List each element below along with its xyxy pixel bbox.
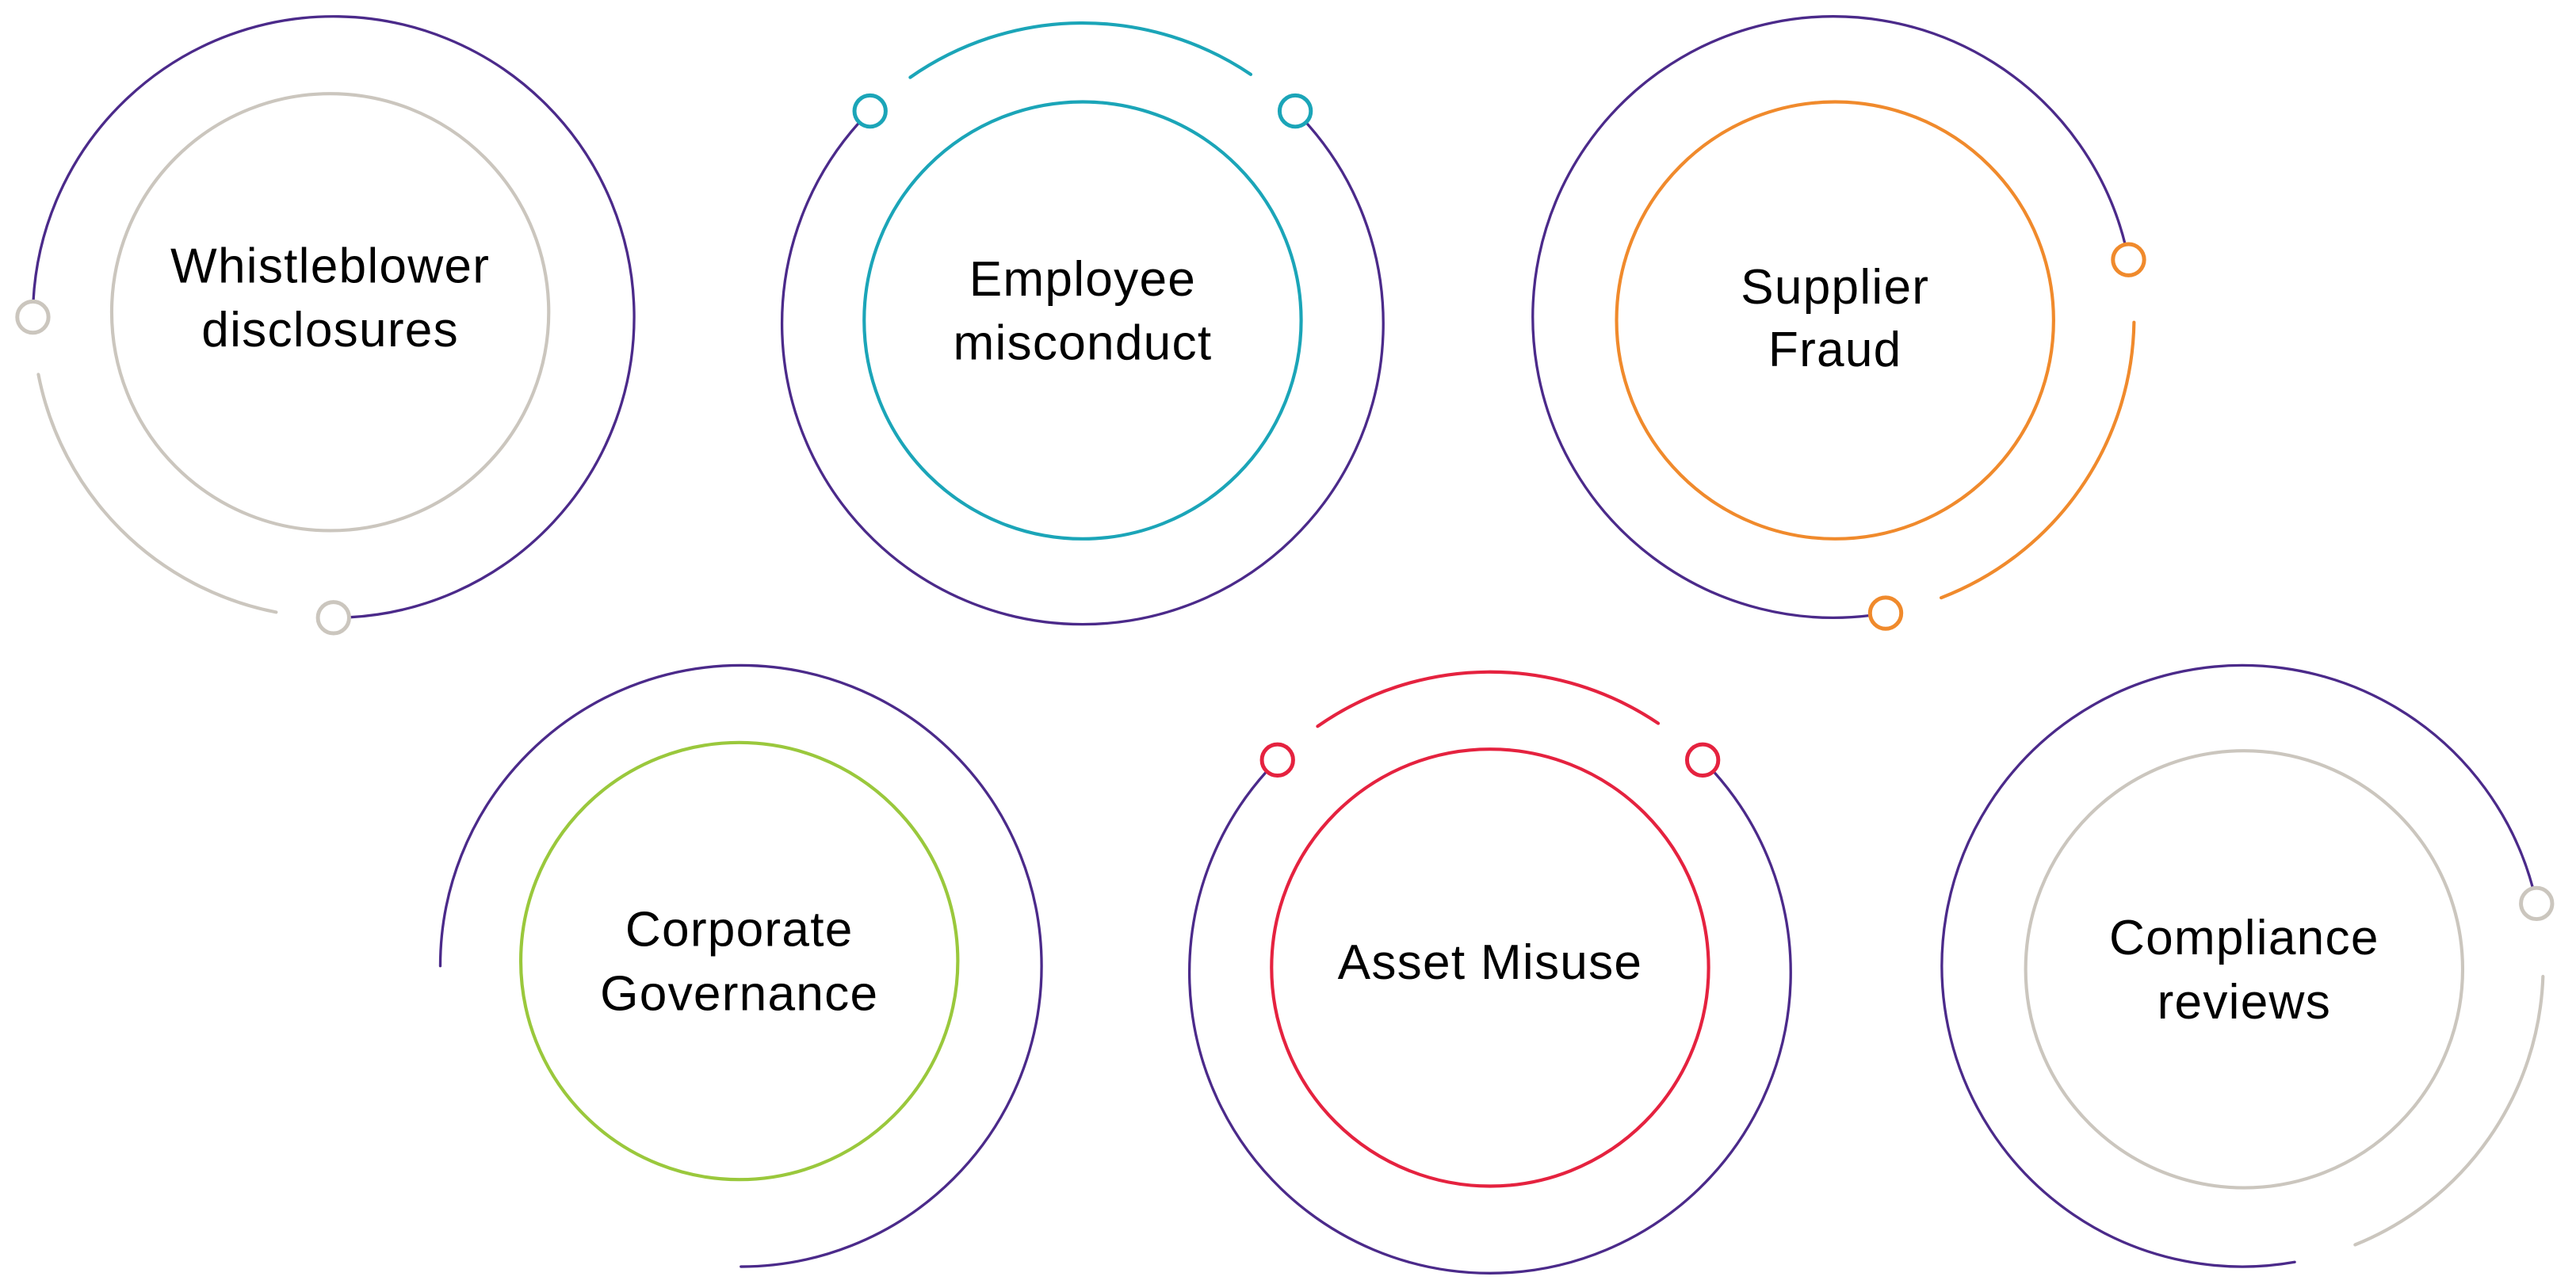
- ring-label: Governance: [600, 966, 878, 1021]
- outer-accent-arc: [908, 21, 1253, 79]
- ring-label: Corporate: [625, 903, 854, 957]
- ring-label: disclosures: [201, 303, 459, 357]
- ring-label: Fraud: [1768, 323, 1902, 377]
- outer-purple-arc: [438, 663, 1043, 1268]
- ring-label: Asset Misuse: [1338, 935, 1643, 990]
- ring-label: Whistleblower: [170, 239, 490, 293]
- outer-purple-arc: [780, 120, 1385, 626]
- inner-circle: [109, 92, 551, 533]
- node-circle-icon: [2111, 242, 2146, 277]
- ring-label: Supplier: [1741, 260, 1929, 315]
- ring-label: Compliance: [2109, 911, 2379, 965]
- inner-circle: [1270, 747, 1710, 1188]
- node-circle-icon: [1684, 742, 1721, 778]
- ring-asset-misuse: Asset Misuse: [1187, 670, 1792, 1275]
- node-circle-icon: [2519, 885, 2555, 922]
- node-circle-icon: [852, 93, 888, 129]
- ring-label: reviews: [2157, 975, 2331, 1030]
- node-circle-icon: [315, 600, 351, 636]
- outer-accent-arc: [2353, 974, 2545, 1247]
- outer-purple-arc: [1940, 663, 2535, 1268]
- outer-purple-arc: [1187, 770, 1792, 1275]
- inner-circle: [1615, 100, 2055, 541]
- ring-whistleblower-disclosures: Whistleblower disclosures: [15, 15, 636, 636]
- node-circle-icon: [1259, 742, 1295, 778]
- node-circle-icon: [1277, 93, 1313, 129]
- ring-label: Employee: [969, 252, 1196, 307]
- node-circle-icon: [15, 299, 51, 335]
- outer-purple-arc: [1531, 15, 2127, 619]
- outer-accent-arc: [1939, 320, 2136, 600]
- inner-circle: [2024, 749, 2465, 1190]
- inner-circle: [862, 100, 1303, 541]
- outer-accent-arc: [36, 373, 278, 614]
- inner-circle: [518, 740, 960, 1182]
- ring-label: misconduct: [953, 316, 1212, 371]
- ring-compliance-reviews: Compliance reviews: [1940, 663, 2555, 1268]
- node-circle-icon: [1867, 595, 1904, 631]
- outer-purple-arc: [32, 15, 636, 619]
- outer-accent-arc: [1316, 670, 1661, 728]
- ring-employee-misconduct: Employee misconduct: [780, 21, 1385, 626]
